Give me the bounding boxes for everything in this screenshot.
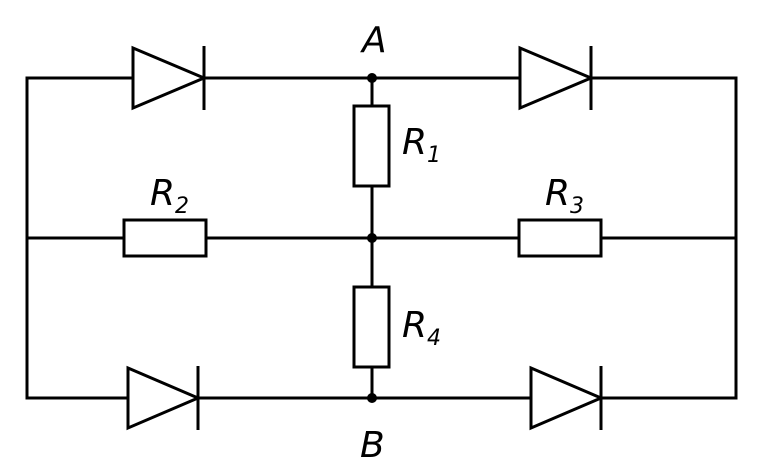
resistor-r3-label: R3 (545, 173, 584, 219)
diode-top-right (518, 45, 595, 111)
resistor-r2 (122, 218, 208, 258)
resistor-r2-label: R2 (150, 173, 189, 219)
node-center-dot (367, 233, 377, 243)
diode-bottom-right (529, 365, 605, 431)
node-b-label: B (360, 425, 385, 466)
resistor-r1 (352, 104, 391, 188)
resistor-r4 (352, 285, 391, 369)
node-b-dot (367, 393, 377, 403)
resistor-r4-label: R4 (402, 305, 441, 351)
node-a-label: A (360, 20, 387, 61)
diode-bottom-left (126, 365, 202, 431)
resistor-r3 (517, 218, 603, 258)
diode-top-left (131, 45, 208, 111)
resistor-r1-label: R1 (402, 122, 441, 168)
node-a-dot (367, 73, 377, 83)
